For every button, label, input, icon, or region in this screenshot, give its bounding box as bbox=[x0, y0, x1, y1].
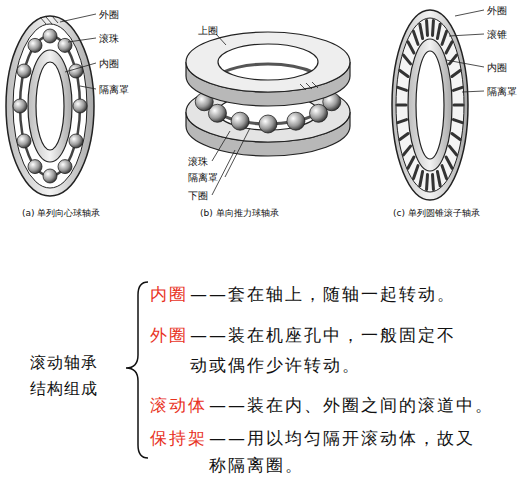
category-title: 滚动轴承 结构组成 bbox=[30, 350, 102, 402]
roller bbox=[403, 146, 410, 155]
part-label: 内圈 bbox=[99, 57, 119, 71]
term-label: 保持架 bbox=[150, 425, 207, 452]
figure-caption: (b) 单向推力球轴承 bbox=[200, 207, 279, 220]
description-text: ——套在轴上，随轴一起转动。 bbox=[190, 279, 456, 309]
figure-caption: (a) 单列向心球轴承 bbox=[22, 207, 100, 220]
ball bbox=[58, 160, 72, 174]
roller bbox=[420, 172, 423, 186]
ball bbox=[69, 134, 83, 148]
ball bbox=[58, 38, 72, 52]
ball bbox=[28, 160, 42, 174]
part-label: 隔离罩 bbox=[99, 83, 129, 97]
roller bbox=[425, 20, 429, 35]
leader-lines bbox=[60, 14, 96, 89]
term-label: 滚动体 bbox=[150, 390, 207, 420]
roller bbox=[446, 157, 452, 168]
ball bbox=[17, 134, 31, 148]
roller bbox=[400, 70, 408, 76]
roller bbox=[398, 120, 407, 123]
description-text: ——装在内、外圈之间的滚道中。 bbox=[209, 390, 494, 420]
roller bbox=[454, 104, 463, 107]
roller bbox=[449, 55, 456, 64]
roller bbox=[420, 24, 423, 38]
roller bbox=[408, 42, 414, 53]
roller bbox=[397, 104, 406, 107]
description-text: ——装在机座孔中，一般固定不动或偶作少许转动。 bbox=[190, 320, 465, 380]
roller bbox=[408, 157, 414, 168]
roller bbox=[446, 42, 452, 53]
roller bbox=[431, 175, 435, 190]
leader-lines bbox=[446, 10, 484, 92]
ball bbox=[13, 99, 27, 113]
ball bbox=[43, 29, 57, 43]
roller bbox=[442, 166, 447, 179]
roller bbox=[398, 87, 407, 90]
tapered-roller-bearing-drawing bbox=[392, 10, 468, 200]
part-label: 滚锥 bbox=[487, 28, 507, 42]
roller bbox=[431, 20, 435, 35]
roller bbox=[449, 146, 456, 155]
ball-bearing-drawing bbox=[6, 16, 94, 196]
ball bbox=[69, 64, 83, 78]
roller bbox=[414, 166, 419, 179]
part-label: 隔离罩 bbox=[188, 171, 218, 185]
term-label: 内圈 bbox=[150, 279, 188, 309]
description-text: ——用以均匀隔开滚动体，故又称隔离圈。 bbox=[209, 425, 479, 479]
part-label: 外圈 bbox=[487, 4, 507, 18]
roller bbox=[453, 120, 462, 123]
part-label: 下圈 bbox=[188, 189, 208, 203]
roller bbox=[414, 31, 419, 44]
ball bbox=[73, 99, 87, 113]
ball bbox=[259, 115, 277, 133]
thrust-bearing-drawing bbox=[186, 32, 350, 156]
ball bbox=[310, 104, 328, 122]
figure-caption: (c) 单列圆锥滚子轴承 bbox=[393, 207, 480, 220]
curly-brace bbox=[126, 282, 148, 458]
term-label: 外圈 bbox=[150, 320, 188, 350]
part-label: 滚珠 bbox=[188, 155, 208, 169]
roller bbox=[437, 24, 440, 38]
part-label: 内圈 bbox=[487, 61, 507, 75]
part-label: 隔离罩 bbox=[487, 85, 517, 99]
part-label: 上圈 bbox=[198, 24, 218, 38]
roller bbox=[403, 55, 410, 64]
ball bbox=[28, 38, 42, 52]
leader-lines bbox=[212, 34, 250, 195]
ball bbox=[17, 64, 31, 78]
roller bbox=[425, 175, 429, 190]
part-label: 滚珠 bbox=[99, 32, 119, 46]
ball bbox=[43, 169, 57, 183]
roller bbox=[442, 31, 447, 44]
ball bbox=[231, 112, 249, 130]
roller bbox=[437, 172, 440, 186]
roller bbox=[452, 133, 460, 139]
roller bbox=[453, 87, 462, 90]
roller bbox=[452, 70, 460, 76]
part-label: 外圈 bbox=[99, 8, 119, 22]
ball bbox=[287, 112, 305, 130]
roller bbox=[400, 133, 408, 139]
